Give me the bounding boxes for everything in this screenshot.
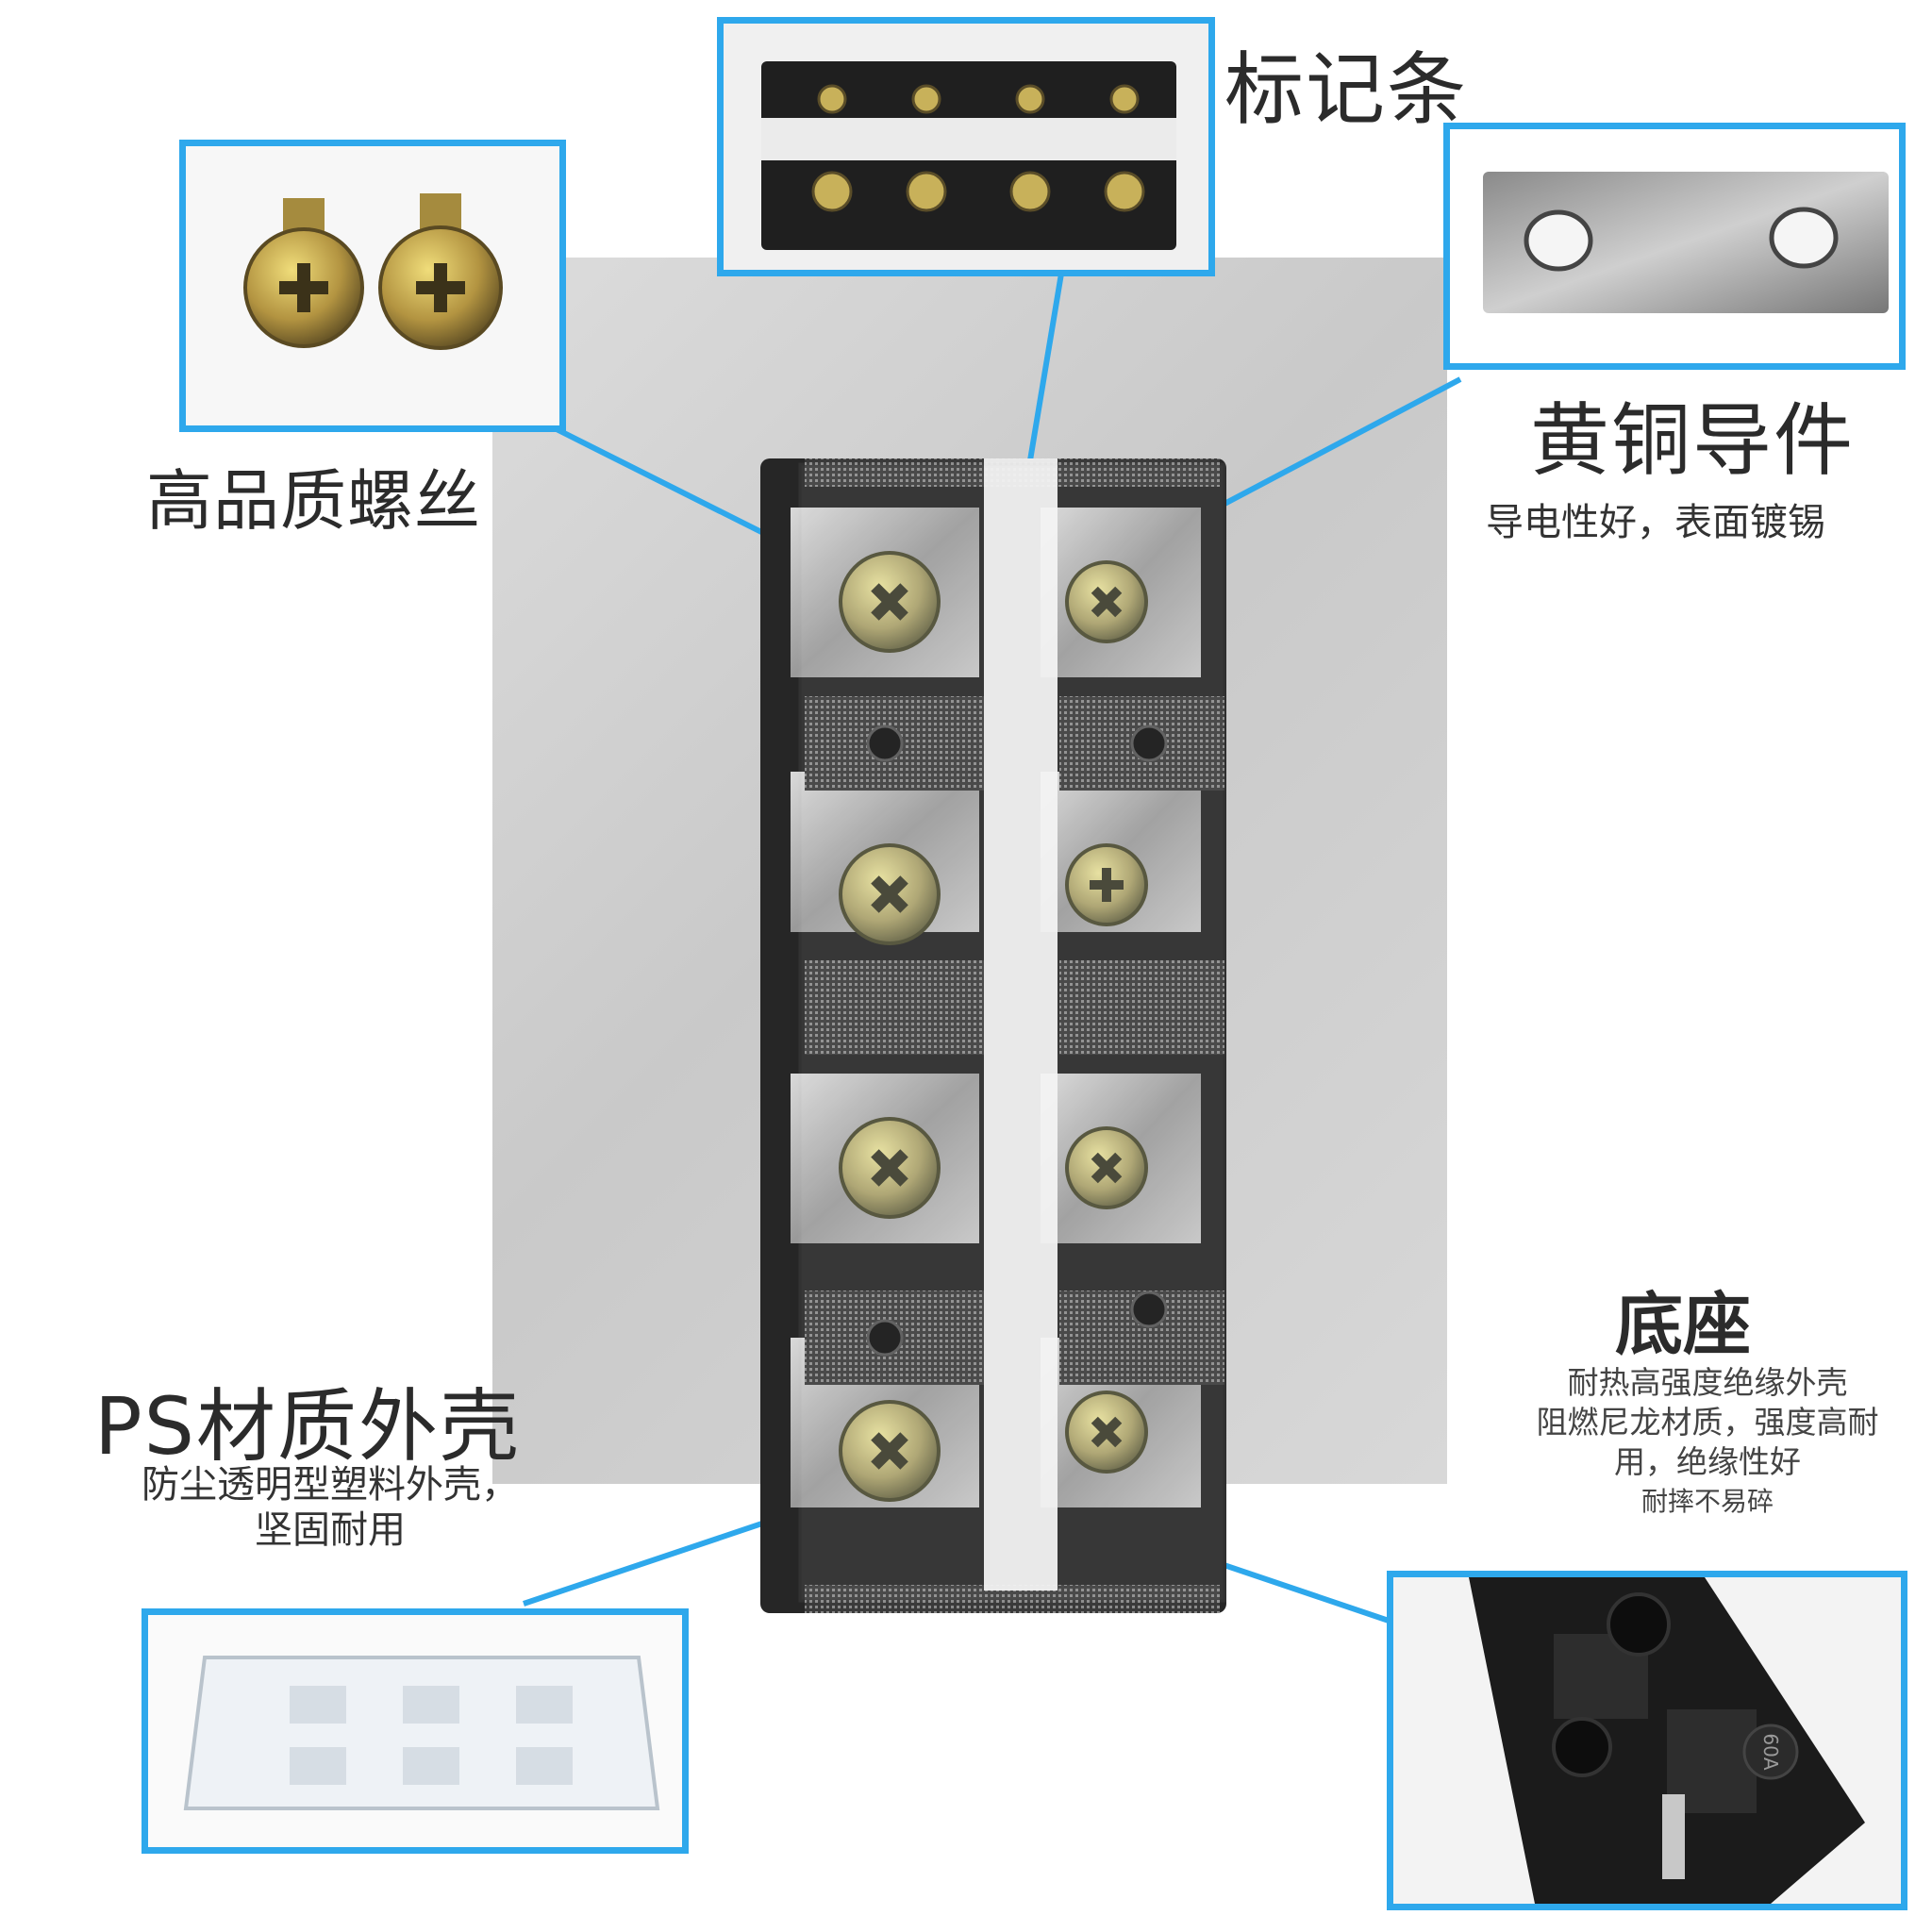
base-description-line-4: 耐摔不易碎	[1641, 1486, 1774, 1517]
base-frame: 60A	[1387, 1571, 1907, 1910]
screws-frame	[179, 140, 566, 432]
terminal-block-illustration	[760, 458, 1226, 1613]
base-title: 底座	[1615, 1285, 1752, 1364]
base-mark-text: 60A	[1759, 1733, 1782, 1770]
brass-title: 黄铜导件	[1530, 394, 1856, 487]
base-photo: 60A	[1393, 1577, 1901, 1904]
base-description-line-3: 用，绝缘性好	[1614, 1443, 1801, 1480]
phillips-screw-icon	[839, 551, 1148, 1502]
cover-description: 防尘透明型塑料外壳， 坚固耐用	[123, 1462, 538, 1553]
marker-strip-frame	[717, 17, 1215, 276]
base-description-line-1: 耐热高强度绝缘外壳	[1567, 1364, 1848, 1401]
screws-title: 高品质螺丝	[146, 462, 481, 540]
marker-strip-title: 标记条	[1224, 43, 1469, 136]
brass-plate-photo	[1450, 129, 1899, 363]
cover-description-line-2: 坚固耐用	[255, 1508, 406, 1552]
cover-title: PS材质外壳	[94, 1380, 521, 1473]
clear-cover-photo	[148, 1615, 682, 1847]
cover-frame	[142, 1608, 689, 1854]
brass-description: 导电性好，表面镀锡	[1486, 501, 1825, 544]
base-description-line-2: 阻燃尼龙材质，强度高耐	[1536, 1404, 1879, 1441]
brass-frame	[1443, 123, 1906, 370]
screws-photo	[186, 146, 559, 425]
marker-strip-photo	[724, 24, 1208, 270]
cover-description-line-1: 防尘透明型塑料外壳，	[142, 1463, 519, 1507]
base-description: 耐热高强度绝缘外壳 阻燃尼龙材质，强度高耐 用，绝缘性好 耐摔不易碎	[1500, 1363, 1915, 1522]
